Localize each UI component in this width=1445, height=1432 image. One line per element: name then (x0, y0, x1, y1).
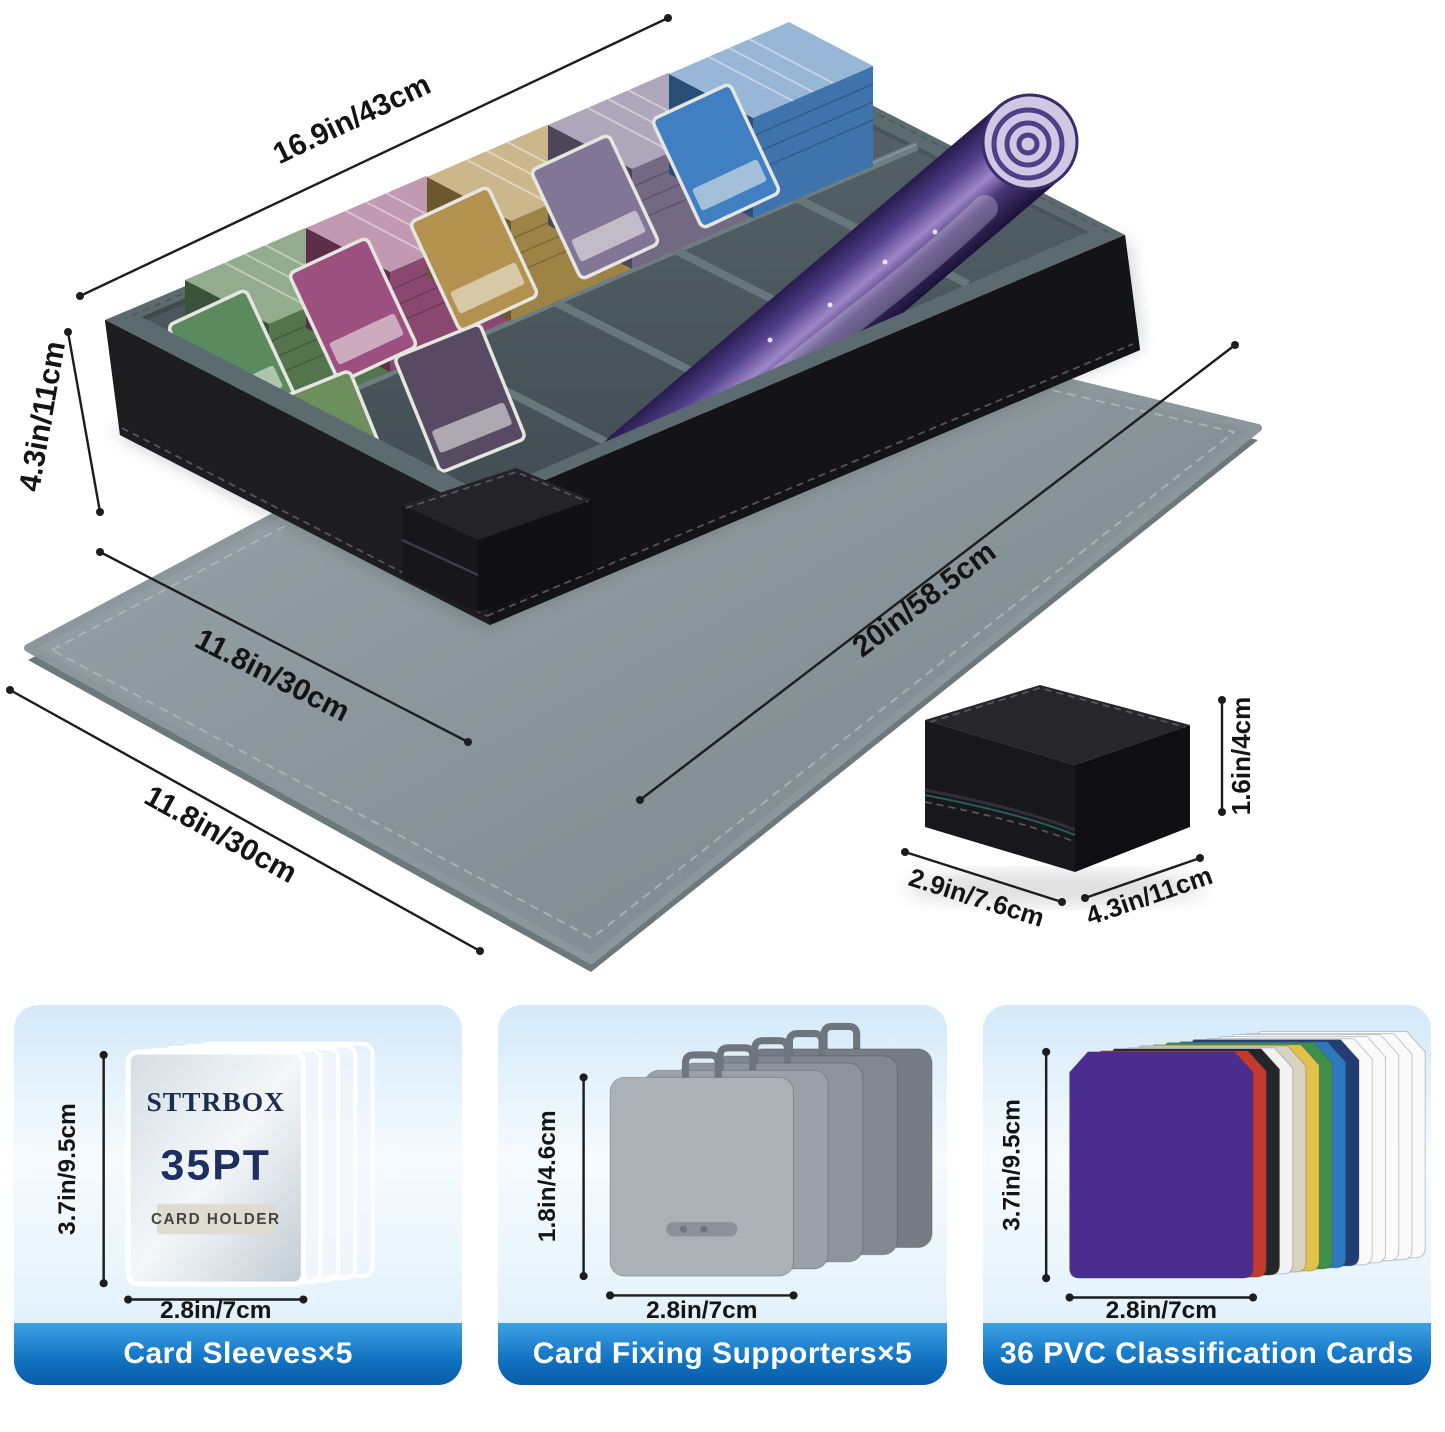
panel-card-supporters-body: 1.8in/4.6cm 2.8in/7cm (498, 1005, 946, 1323)
box-front-right-wall (475, 232, 1140, 625)
sleeve-brand-text: STTRBOX (146, 1086, 285, 1117)
dim-box-length: 16.9in/43cm (268, 68, 436, 171)
deck-box (905, 685, 1205, 906)
supporters-stack (609, 1022, 933, 1277)
panel2-dimensions: 1.8in/4.6cm 2.8in/7cm (534, 1073, 798, 1323)
dimension-lines (6, 14, 1239, 955)
dim-classification-width: 2.8in/7cm (1105, 1297, 1216, 1323)
panel-caption-card-supporters: Card Fixing Supporters×5 (498, 1323, 947, 1385)
card-supporters-illustration: 1.8in/4.6cm 2.8in/7cm (534, 1022, 933, 1323)
panel-classification-cards-body: 3.7in/9.5cm 2.8in/7cm (983, 1005, 1431, 1323)
dim-classification-height: 3.7in/9.5cm (998, 1099, 1025, 1231)
panel-card-sleeves: STTRBOX 35PT CARD HOLDER 3.7in/9.5cm 2.8… (14, 1005, 463, 1385)
panel1-dimensions: 3.7in/9.5cm 2.8in/7cm (54, 1050, 308, 1323)
panel-card-sleeves-body: STTRBOX 35PT CARD HOLDER 3.7in/9.5cm 2.8… (14, 1005, 462, 1323)
sleeve-label-plate (156, 1203, 275, 1235)
classification-cards-illustration: 3.7in/9.5cm 2.8in/7cm (998, 1031, 1426, 1323)
panel-caption-classification-cards: 36 PVC Classification Cards (982, 1323, 1431, 1385)
panel3-dimensions: 3.7in/9.5cm 2.8in/7cm (998, 1047, 1257, 1323)
deck-box-in-scene (401, 468, 592, 612)
dim-supporter-height: 1.8in/4.6cm (534, 1110, 561, 1242)
dim-supporter-width: 2.8in/7cm (646, 1297, 757, 1323)
classification-cards-fan (1068, 1031, 1426, 1279)
card-stack-blue (651, 22, 874, 229)
dim-box-height: 4.3in/11cm (13, 339, 72, 494)
dim-sleeve-height: 3.7in/9.5cm (54, 1103, 81, 1235)
sleeve-size-text: 35PT (161, 1141, 271, 1189)
card-sleeves-stack: STTRBOX 35PT CARD HOLDER (125, 1041, 375, 1287)
hero-scene: 16.9in/43cm 4.3in/11cm 11.8in/30cm 11.8i… (6, 14, 1262, 972)
dim-deckbox-height: 1.6in/4cm (1226, 697, 1256, 816)
front-leaning-card-2 (394, 323, 526, 473)
feature-panels: STTRBOX 35PT CARD HOLDER 3.7in/9.5cm 2.8… (14, 1005, 1431, 1385)
panel-classification-cards: 3.7in/9.5cm 2.8in/7cm 36 PVC Classificat… (982, 1005, 1431, 1385)
panel-card-supporters: 1.8in/4.6cm 2.8in/7cm Card Fixing Suppor… (498, 1005, 947, 1385)
sleeve-label-text: CARD HOLDER (151, 1211, 281, 1228)
dim-deckbox-length: 4.3in/11cm (1082, 860, 1216, 931)
card-sleeves-illustration: STTRBOX 35PT CARD HOLDER 3.7in/9.5cm 2.8… (54, 1041, 375, 1323)
panel-caption-card-sleeves: Card Sleeves×5 (14, 1323, 463, 1385)
dim-sleeve-width: 2.8in/7cm (160, 1297, 271, 1323)
